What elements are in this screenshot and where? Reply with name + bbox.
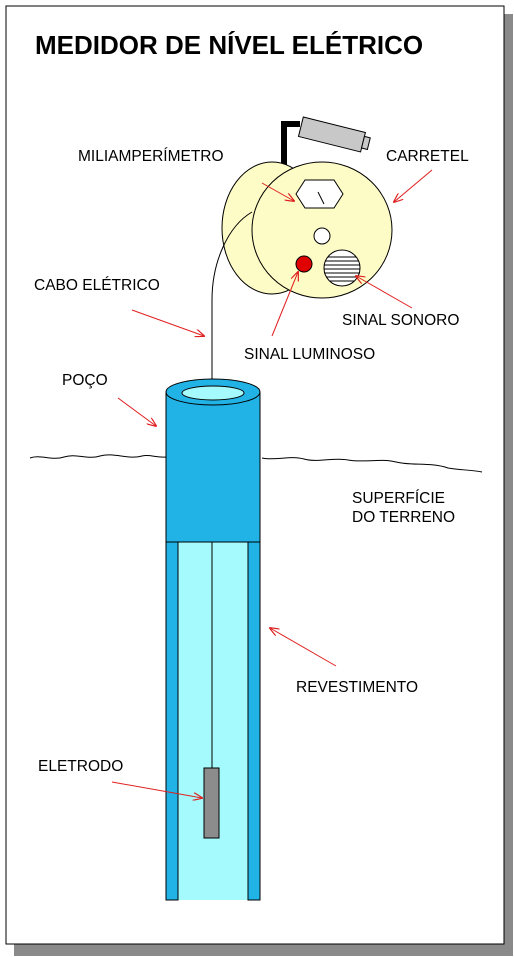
casing-left-wall xyxy=(165,541,179,901)
arrow-carretel xyxy=(394,169,433,202)
arrow-revestimento xyxy=(270,628,337,667)
crank-arm xyxy=(281,121,300,170)
ground-surface-line xyxy=(29,454,483,473)
casing-right-wall xyxy=(247,541,261,901)
label-revestimento: REVESTIMENTO xyxy=(296,679,419,696)
indicator-lamp xyxy=(313,227,331,245)
label-miliamperimetro: MILIAMPERÍMETRO xyxy=(78,148,224,165)
gauge-needle xyxy=(317,191,325,205)
label-carretel: CARRETEL xyxy=(386,148,469,165)
arrow-miliamperimetro xyxy=(261,182,294,201)
label-cabo-eletrico: CABO ELÉTRICO xyxy=(34,277,160,294)
well-cylinder xyxy=(165,391,261,543)
label-superficie-line1: SUPERFÍCIE xyxy=(352,490,446,507)
label-sinal-luminoso: SINAL LUMINOSO xyxy=(244,346,376,363)
label-poco: POÇO xyxy=(62,372,108,389)
well-opening xyxy=(181,385,245,401)
sound-signal-speaker xyxy=(323,249,361,287)
luminous-signal-light xyxy=(295,255,313,273)
crank-handle xyxy=(297,116,371,153)
label-superficie-line2: DO TERRENO xyxy=(352,509,456,526)
label-sinal-sonoro: SINAL SONORO xyxy=(342,312,460,329)
arrow-poco xyxy=(117,397,156,426)
diagram-title: MEDIDOR DE NÍVEL ELÉTRICO xyxy=(35,30,424,60)
arrow-cabo-eletrico xyxy=(131,309,204,336)
electric-cable xyxy=(211,211,253,384)
label-eletrodo: ELETRODO xyxy=(38,758,124,775)
arrow-sinal-sonoro xyxy=(356,276,413,309)
electrode xyxy=(203,767,220,839)
casing-interior xyxy=(178,542,248,900)
arrow-sinal-luminoso xyxy=(271,272,298,337)
arrow-eletrodo xyxy=(111,781,202,798)
